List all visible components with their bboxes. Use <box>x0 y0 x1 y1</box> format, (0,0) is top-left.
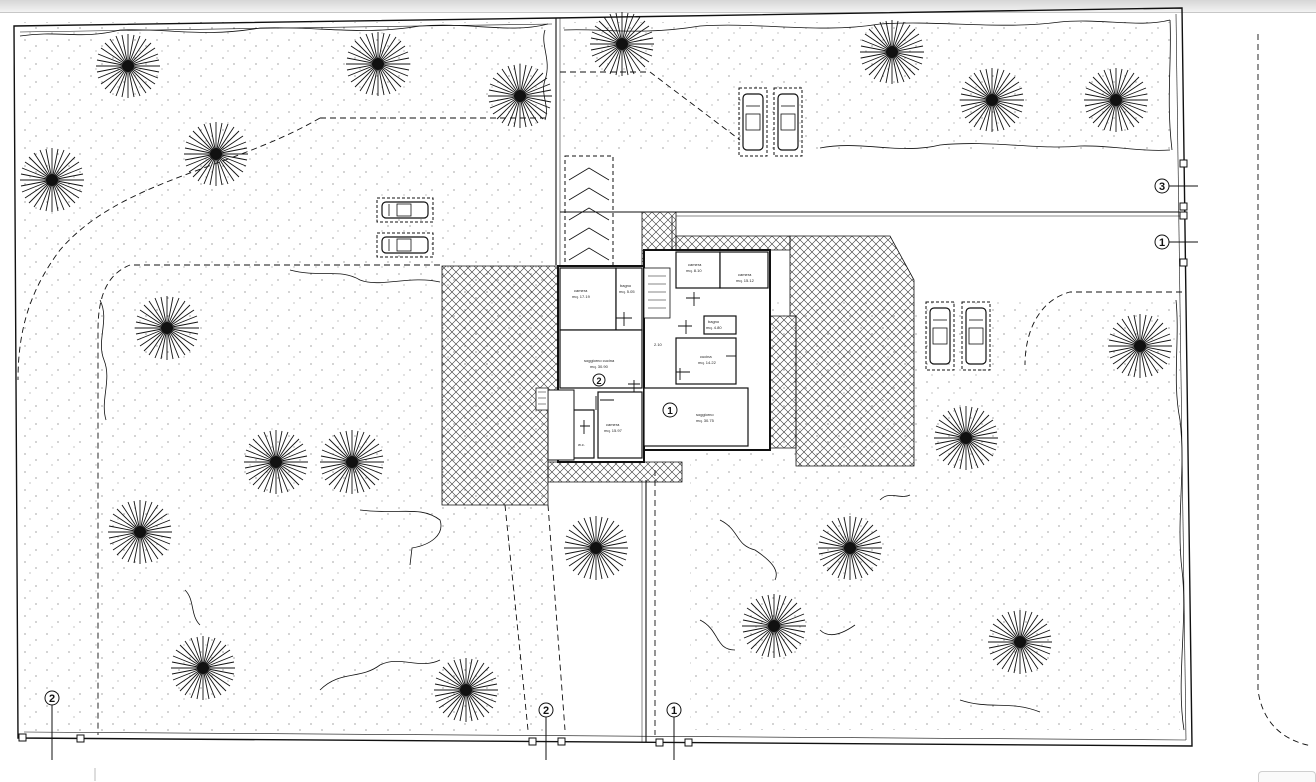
room-label-area: mq. 30.75 <box>696 418 715 423</box>
access-ramp <box>564 155 614 267</box>
section-marker-mid-2: 2 <box>538 702 554 760</box>
room-label-name: soggiorno <box>696 412 714 417</box>
svg-text:1: 1 <box>1159 237 1165 249</box>
section-marker-left: 2 <box>44 690 60 760</box>
room-label-name: camera <box>688 262 702 267</box>
door-swings <box>580 292 736 434</box>
room-label-name: camera <box>574 288 588 293</box>
room-label-area: mq. 15.12 <box>736 278 755 283</box>
hedge-lines <box>19 19 1185 731</box>
dimension-label: 2.10 <box>654 342 663 347</box>
room-labels: camera mq. 17.19 bagno mq. 5.05 soggiorn… <box>572 262 755 447</box>
section-marker-right-1: 1 <box>1154 234 1198 250</box>
svg-text:1: 1 <box>667 406 673 417</box>
svg-text:2: 2 <box>543 705 549 717</box>
svg-text:2: 2 <box>596 376 601 386</box>
section-marker-mid-1: 1 <box>666 702 682 760</box>
room-label-area: mq. 17.19 <box>572 294 591 299</box>
room-label-area: mq. 8.10 <box>686 268 702 273</box>
room-label-name: camera <box>606 422 620 427</box>
room-label-name: bagno <box>620 283 632 288</box>
room-label-name: bagno <box>708 319 720 324</box>
room-label-name: soggiorno cucina <box>584 358 615 363</box>
unit-number-2: 2 <box>592 373 606 387</box>
svg-text:1: 1 <box>671 705 677 717</box>
viewer-corner-tab[interactable] <box>1258 771 1316 782</box>
room-label-area: mq. 15.97 <box>604 428 623 433</box>
building-unit-1 <box>643 249 771 451</box>
building-unit-2 <box>535 265 645 463</box>
room-label-name: w.c. <box>578 442 585 447</box>
room-label-area: mq. 14.22 <box>698 360 717 365</box>
boundary-posts <box>18 159 1188 747</box>
section-marker-right-3: 3 <box>1154 178 1198 194</box>
room-label-area: mq. 4.80 <box>706 325 722 330</box>
room-label-name: camera <box>738 272 752 277</box>
svg-text:2: 2 <box>49 693 55 705</box>
unit-number-1: 1 <box>662 402 678 418</box>
room-label-name: cucina <box>700 354 712 359</box>
viewer-toolbar <box>0 0 1316 13</box>
svg-text:3: 3 <box>1159 181 1165 193</box>
room-label-area: mq. 5.05 <box>619 289 635 294</box>
dashed-paths <box>17 34 1313 747</box>
room-label-area: mq. 30.90 <box>590 364 609 369</box>
